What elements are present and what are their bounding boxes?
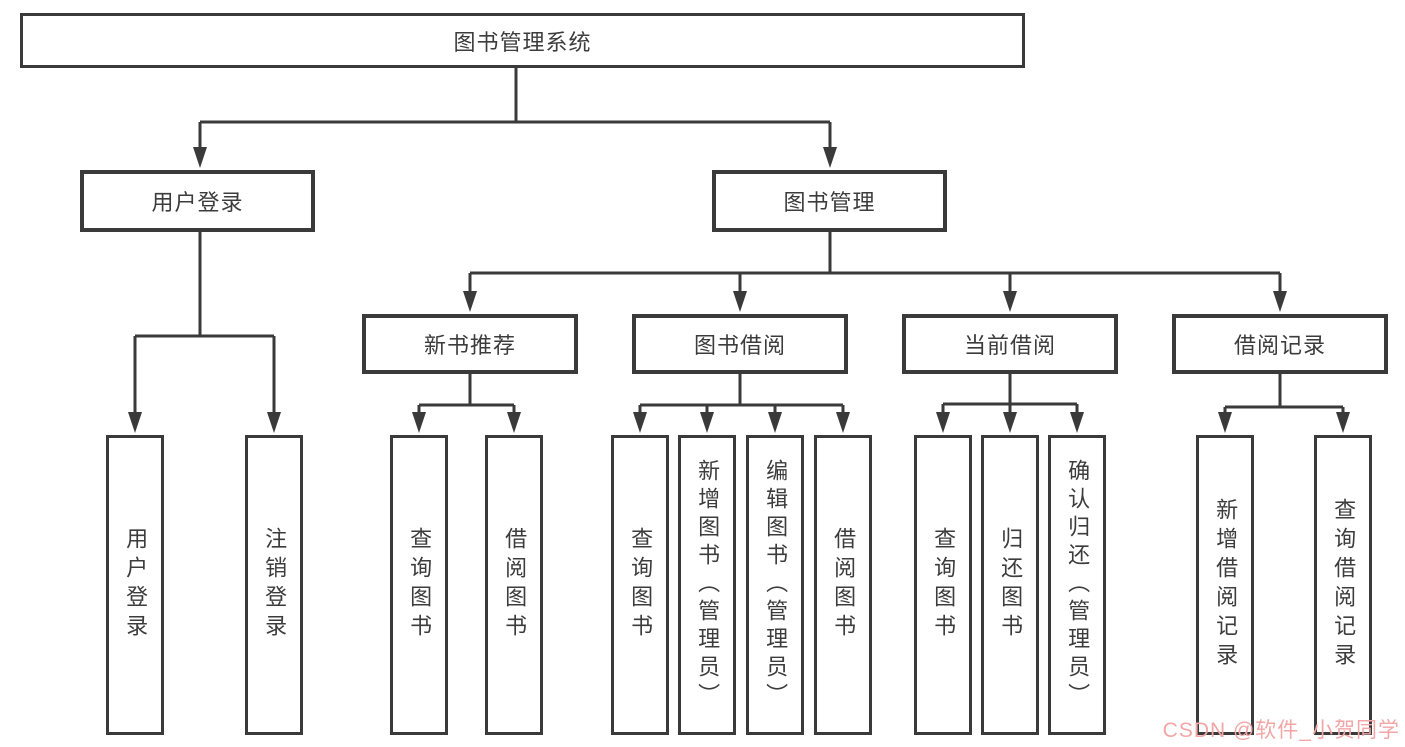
- node-label: 借阅记录: [1233, 333, 1326, 358]
- leaf-label: 新增图书（管理员）: [695, 459, 721, 711]
- node-current-borrow: 当前借阅: [902, 314, 1118, 374]
- leaf-label: 新增借阅记录: [1213, 498, 1239, 672]
- node-label: 新书推荐: [423, 333, 516, 358]
- leaf-label: 查询图书: [628, 527, 654, 643]
- leaf-query-books-current: 查询图书: [914, 435, 972, 735]
- connector-current-borrow-to-leaves: [936, 374, 1084, 433]
- arrowhead-down-icon: [1003, 291, 1017, 312]
- leaf-logout: 注销登录: [245, 435, 303, 735]
- leaf-label: 借阅图书: [502, 527, 528, 643]
- leaf-borrow-books: 借阅图书: [814, 435, 872, 735]
- node-user-login: 用户登录: [80, 170, 315, 232]
- connector-borrow-records-to-leaves: [1218, 374, 1350, 433]
- arrowhead-down-icon: [733, 291, 747, 312]
- leaf-add-books-admin: 新增图书（管理员）: [678, 435, 736, 735]
- arrowhead-down-icon: [1070, 412, 1084, 433]
- leaf-query-books-recommend: 查询图书: [390, 435, 448, 735]
- leaf-return-books: 归还图书: [981, 435, 1039, 735]
- arrowhead-down-icon: [836, 412, 850, 433]
- arrowhead-down-icon: [633, 412, 647, 433]
- node-label: 用户登录: [151, 190, 244, 215]
- connector-root-to-level2: [193, 68, 837, 168]
- arrowhead-down-icon: [193, 147, 207, 168]
- arrowhead-down-icon: [463, 291, 477, 312]
- leaf-confirm-return-admin: 确认归还（管理员）: [1048, 435, 1106, 735]
- arrowhead-down-icon: [936, 412, 950, 433]
- leaf-user-login: 用户登录: [106, 435, 164, 735]
- arrowhead-down-icon: [1273, 291, 1287, 312]
- leaf-label: 查询借阅记录: [1331, 498, 1357, 672]
- leaf-edit-books-admin: 编辑图书（管理员）: [746, 435, 804, 735]
- node-borrow-records: 借阅记录: [1172, 314, 1388, 374]
- node-label: 图书管理: [783, 190, 876, 215]
- arrowhead-down-icon: [768, 412, 782, 433]
- leaf-query-borrow-record: 查询借阅记录: [1314, 435, 1372, 735]
- connector-book-borrow-to-leaves: [633, 374, 850, 433]
- arrowhead-down-icon: [700, 412, 714, 433]
- node-label: 图书借阅: [693, 333, 786, 358]
- arrowhead-down-icon: [267, 412, 281, 433]
- node-new-book-recommend: 新书推荐: [362, 314, 578, 374]
- leaf-label: 借阅图书: [831, 527, 857, 643]
- leaf-label: 查询图书: [407, 527, 433, 643]
- leaf-add-borrow-record: 新增借阅记录: [1196, 435, 1254, 735]
- node-label: 当前借阅: [963, 333, 1056, 358]
- leaf-label: 用户登录: [123, 527, 149, 643]
- node-book-borrow: 图书借阅: [632, 314, 848, 374]
- arrowhead-down-icon: [412, 412, 426, 433]
- node-book-management: 图书管理: [712, 170, 947, 232]
- connector-book-management-to-level3: [463, 232, 1287, 312]
- arrowhead-down-icon: [1003, 412, 1017, 433]
- arrowhead-down-icon: [823, 147, 837, 168]
- arrowhead-down-icon: [1218, 412, 1232, 433]
- leaf-query-books-borrow: 查询图书: [611, 435, 669, 735]
- leaf-label: 归还图书: [998, 527, 1024, 643]
- arrowhead-down-icon: [128, 412, 142, 433]
- leaf-label: 确认归还（管理员）: [1065, 459, 1091, 711]
- leaf-label: 注销登录: [262, 527, 288, 643]
- arrowhead-down-icon: [507, 412, 521, 433]
- node-library-system: 图书管理系统: [20, 13, 1025, 68]
- connector-user-login-to-leaves: [128, 232, 281, 433]
- node-label: 图书管理系统: [453, 29, 592, 55]
- connector-new-book-recommend-to-leaves: [412, 374, 521, 433]
- leaf-label: 编辑图书（管理员）: [763, 459, 789, 711]
- leaf-borrow-books-recommend: 借阅图书: [485, 435, 543, 735]
- leaf-label: 查询图书: [931, 527, 957, 643]
- arrowhead-down-icon: [1336, 412, 1350, 433]
